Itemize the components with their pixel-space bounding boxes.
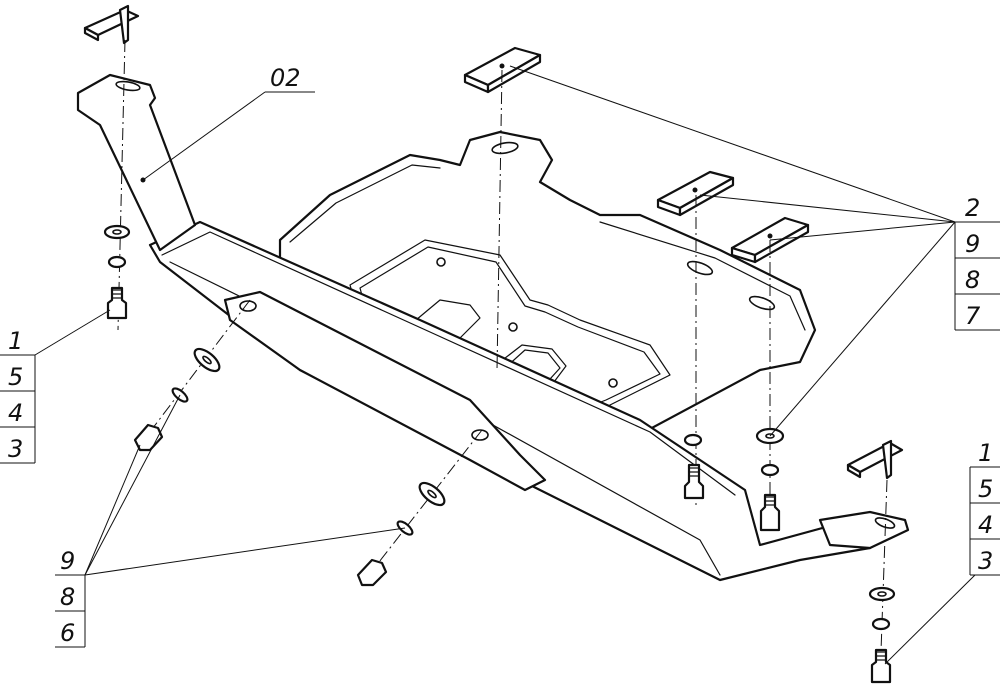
plate-top — [463, 46, 542, 94]
fastener-mid-1 — [683, 433, 705, 500]
label-l-3: 3 — [8, 435, 23, 463]
label-bl-1: 8 — [60, 583, 75, 611]
label-tr-2: 8 — [965, 266, 980, 294]
plate-mid-2 — [730, 216, 810, 264]
label-r-1: 5 — [978, 475, 993, 503]
leader-lines — [34, 65, 976, 665]
label-part-main: 02 — [270, 64, 301, 92]
plate-mid-1 — [656, 170, 735, 217]
label-r-0: 1 — [978, 439, 993, 467]
label-stack-right: 1 5 4 3 — [969, 439, 1000, 576]
fastener-left — [103, 224, 131, 320]
fastener-right — [868, 586, 896, 684]
fastener-diag-2 — [356, 481, 446, 587]
skid-plate — [76, 73, 910, 582]
label-bl-2: 6 — [60, 619, 75, 647]
label-stack-top-right: 2 9 8 7 — [954, 194, 1000, 331]
label-stack-left: 1 5 4 3 — [0, 327, 36, 464]
fastener-axes — [117, 39, 888, 681]
label-02: 02 — [270, 64, 301, 92]
label-l-0: 1 — [8, 327, 23, 355]
label-l-2: 4 — [8, 399, 23, 427]
label-stack-bottom-left: 9 8 6 — [55, 547, 86, 648]
label-r-2: 4 — [978, 511, 993, 539]
clip-nut-right — [846, 439, 904, 480]
label-tr-0: 2 — [965, 194, 980, 222]
label-tr-3: 7 — [965, 302, 981, 330]
label-bl-0: 9 — [60, 547, 75, 575]
clip-nut-top-left — [83, 4, 140, 45]
fastener-diag-1 — [133, 347, 221, 452]
label-l-1: 5 — [8, 363, 23, 391]
label-tr-1: 9 — [965, 230, 980, 258]
label-r-3: 3 — [978, 547, 993, 575]
